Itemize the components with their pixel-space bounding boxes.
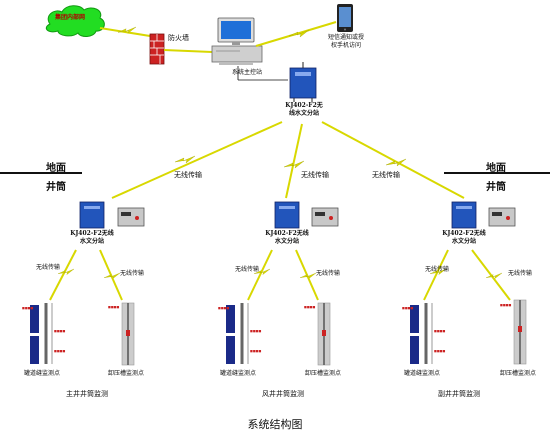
- substation-label-air: KJ402-F2无线 水文分站: [263, 230, 311, 246]
- wireless-label-air-right: 无线传输: [316, 270, 341, 277]
- gap-sensor-icon: ■■■■ ■■■■ ■■■■: [402, 303, 446, 364]
- substation-label-main: KJ402-F2无线 水文分站: [68, 230, 116, 246]
- wireless-label-main-left: 无线传输: [36, 264, 61, 271]
- central-substation-label: KJ402-F2无 线水文分站: [283, 102, 325, 118]
- svg-text:■■■■: ■■■■: [402, 306, 414, 310]
- wireless-label-aux-right: 无线传输: [508, 270, 533, 277]
- svg-text:■■■■: ■■■■: [54, 329, 66, 333]
- wireless-label-main-right: 无线传输: [120, 270, 145, 277]
- svg-text:■■■■: ■■■■: [218, 306, 230, 310]
- gap-point-label-main: 罐道缝监测点: [24, 370, 61, 377]
- group-label-main: 主井井筒监测: [66, 390, 108, 398]
- central-substation-icon: [289, 62, 317, 102]
- wireless-link-left: [111, 121, 283, 199]
- computer-icon: [211, 17, 263, 65]
- wireless-label-air-left: 无线传输: [235, 266, 260, 273]
- phone-label: 短信通知或授 权手机访问: [326, 34, 366, 50]
- svg-text:■■■■: ■■■■: [22, 306, 34, 310]
- svg-text:■■■■: ■■■■: [500, 303, 512, 307]
- group-label-air: 风井井筒监测: [262, 390, 304, 398]
- group-auxiliary-shaft: ■■■■ ■■■■ ■■■■ ■■■■: [402, 201, 527, 365]
- svg-text:■■■■: ■■■■: [108, 305, 120, 309]
- wireless-label-aux-left: 无线传输: [425, 266, 450, 273]
- slot-point-label-air: 卸压槽监测点: [305, 370, 342, 377]
- svg-text:■■■■: ■■■■: [250, 349, 262, 353]
- firewall-icon: [149, 33, 165, 65]
- slot-sensor-icon: ■■■■: [304, 302, 331, 366]
- system-title: 系统结构图: [247, 418, 303, 431]
- central-substation-line1: KJ402-F2无: [285, 102, 323, 109]
- svg-text:■■■■: ■■■■: [250, 329, 262, 333]
- ground-label-left: 地面: [46, 163, 66, 174]
- slot-sensor-icon: ■■■■: [500, 299, 527, 365]
- substation-label-aux: KJ402-F2无线 水文分站: [440, 230, 488, 246]
- gap-point-label-aux: 罐道缝监测点: [404, 370, 441, 377]
- wireless-link-center: [285, 123, 303, 199]
- substation-label-line1: KJ402-F2无线: [265, 230, 309, 237]
- ground-label-right: 地面: [486, 163, 506, 174]
- substation-icon: [451, 201, 477, 229]
- group-main-shaft: ■■■■ ■■■■ ■■■■ ■■■■: [22, 201, 145, 366]
- slot-sensor-icon: ■■■■: [108, 302, 135, 366]
- gap-sensor-icon: ■■■■ ■■■■ ■■■■: [22, 303, 66, 364]
- firewall-link: [163, 49, 213, 53]
- svg-text:■■■■: ■■■■: [434, 349, 446, 353]
- substation-icon: [79, 201, 105, 229]
- intranet-label: 集团内部网: [55, 14, 86, 21]
- wireless-label-right: 无线传输: [372, 171, 400, 179]
- gap-point-label-air: 罐道缝监测点: [220, 370, 257, 377]
- substation-label-line1: KJ402-F2无线: [70, 230, 114, 237]
- substation-label-line1: KJ402-F2无线: [442, 230, 486, 237]
- firewall-label: 防火墙: [168, 34, 189, 42]
- central-substation-line2: 线水文分站: [288, 110, 319, 117]
- intranet-link: [99, 27, 151, 37]
- wireless-label-left: 无线传输: [174, 171, 202, 179]
- controller-box-icon: [311, 207, 339, 227]
- controller-box-icon: [117, 207, 145, 227]
- shaft-label-right: 井筒: [486, 182, 506, 193]
- svg-text:■■■■: ■■■■: [54, 349, 66, 353]
- substation-label-line2: 水文分站: [274, 238, 299, 245]
- wireless-link-right: [321, 121, 465, 199]
- phone-label-line2: 权手机访问: [330, 42, 361, 49]
- substation-label-line2: 水文分站: [451, 238, 476, 245]
- controller-box-icon: [488, 207, 516, 227]
- slot-point-label-aux: 卸压槽监测点: [500, 370, 537, 377]
- substation-icon: [274, 201, 300, 229]
- main-station-label: 系统主控站: [232, 69, 263, 76]
- svg-text:■■■■: ■■■■: [434, 329, 446, 333]
- shaft-label-left: 井筒: [46, 182, 66, 193]
- gap-sensor-icon: ■■■■ ■■■■ ■■■■: [218, 303, 262, 364]
- svg-text:■■■■: ■■■■: [304, 305, 316, 309]
- group-air-shaft: ■■■■ ■■■■ ■■■■ ■■■■: [218, 201, 339, 366]
- phone-icon: [337, 4, 353, 32]
- slot-point-label-main: 卸压槽监测点: [108, 370, 145, 377]
- wireless-label-center: 无线传输: [301, 171, 329, 179]
- substation-label-line2: 水文分站: [79, 238, 104, 245]
- phone-label-line1: 短信通知或授: [327, 34, 364, 41]
- intranet-cloud-icon: [45, 5, 105, 37]
- group-label-aux: 副井井筒监测: [438, 390, 480, 398]
